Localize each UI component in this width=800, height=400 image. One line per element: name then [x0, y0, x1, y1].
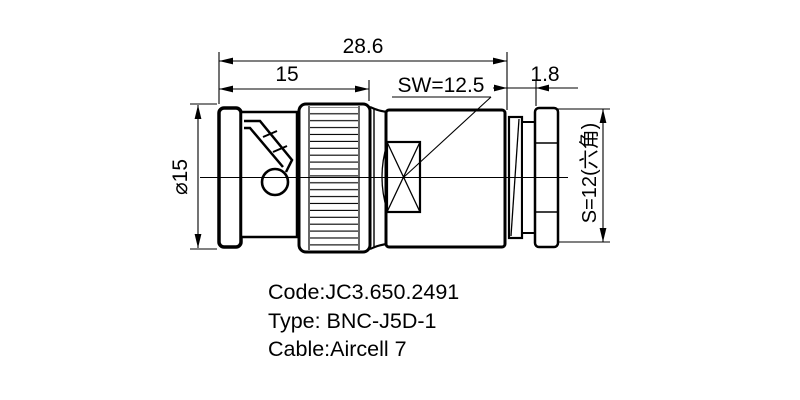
notes-block: Code:JC3.650.2491 Type: BNC-J5D-1 Cable:… — [268, 280, 459, 361]
dim-label-front-length: 15 — [275, 63, 298, 86]
dimension-front-diameter — [190, 103, 217, 250]
dim-label-wrench-flats: SW=12.5 — [398, 74, 485, 97]
dimension-groove-width — [493, 80, 578, 106]
note-cable: Cable:Aircell 7 — [268, 337, 407, 361]
dim-label-groove-width: 1.8 — [530, 63, 559, 86]
bayonet-pin-hole — [260, 167, 290, 197]
note-type: Type: BNC-J5D-1 — [268, 309, 436, 333]
dim-label-hex-size: S=12(六角) — [578, 123, 601, 224]
dimension-hex-across-flats — [558, 108, 610, 243]
dimension-overall-length — [218, 52, 508, 110]
dim-label-overall-length: 28.6 — [343, 35, 384, 58]
note-code: Code:JC3.650.2491 — [268, 280, 459, 304]
dimension-wrench-flats — [392, 96, 492, 178]
bayonet-sleeve — [239, 110, 299, 239]
dimension-front-length — [219, 80, 370, 101]
dim-label-front-diameter: ⌀15 — [169, 159, 192, 195]
